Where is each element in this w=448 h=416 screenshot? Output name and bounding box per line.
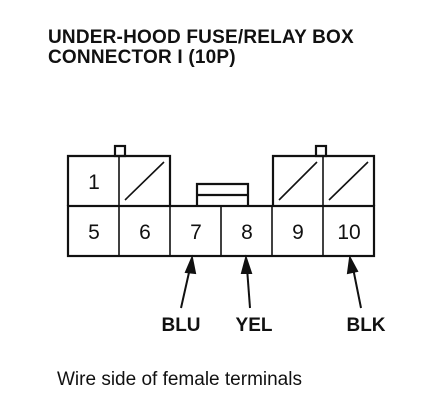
pin-label-6: 6 (139, 221, 151, 244)
connector-key-left (113, 144, 127, 158)
pin-label-10: 10 (337, 221, 360, 244)
callout-arrowhead-blk (346, 254, 359, 275)
callout-line-blu (180, 267, 191, 309)
wire-color-label-pin7: BLU (161, 315, 200, 336)
callout-line-yel (246, 267, 251, 309)
pin-label-5: 5 (88, 221, 100, 244)
wire-color-label-pin10: BLK (346, 315, 385, 336)
callout-line-blk (352, 267, 362, 309)
title-line-1: UNDER-HOOD FUSE/RELAY BOX (48, 27, 354, 48)
wire-color-label-pin8: YEL (236, 315, 273, 336)
unused-cavity-3 (278, 161, 318, 201)
callout-arrowhead-yel (240, 254, 253, 274)
pin-label-9: 9 (292, 221, 304, 244)
title-line-2: CONNECTOR I (10P) (48, 47, 236, 68)
pin-label-7: 7 (190, 221, 202, 244)
unused-cavity-2 (124, 161, 165, 201)
pin-label-1: 1 (88, 171, 100, 194)
diagram-title: UNDER-HOOD FUSE/RELAY BOX CONNECTOR I (1… (48, 28, 354, 68)
diagram-caption: Wire side of female terminals (57, 369, 302, 390)
unused-cavity-4 (328, 161, 369, 201)
callout-arrowhead-blu (184, 254, 197, 275)
pin-label-8: 8 (241, 221, 253, 244)
connector-key-right (314, 144, 328, 158)
